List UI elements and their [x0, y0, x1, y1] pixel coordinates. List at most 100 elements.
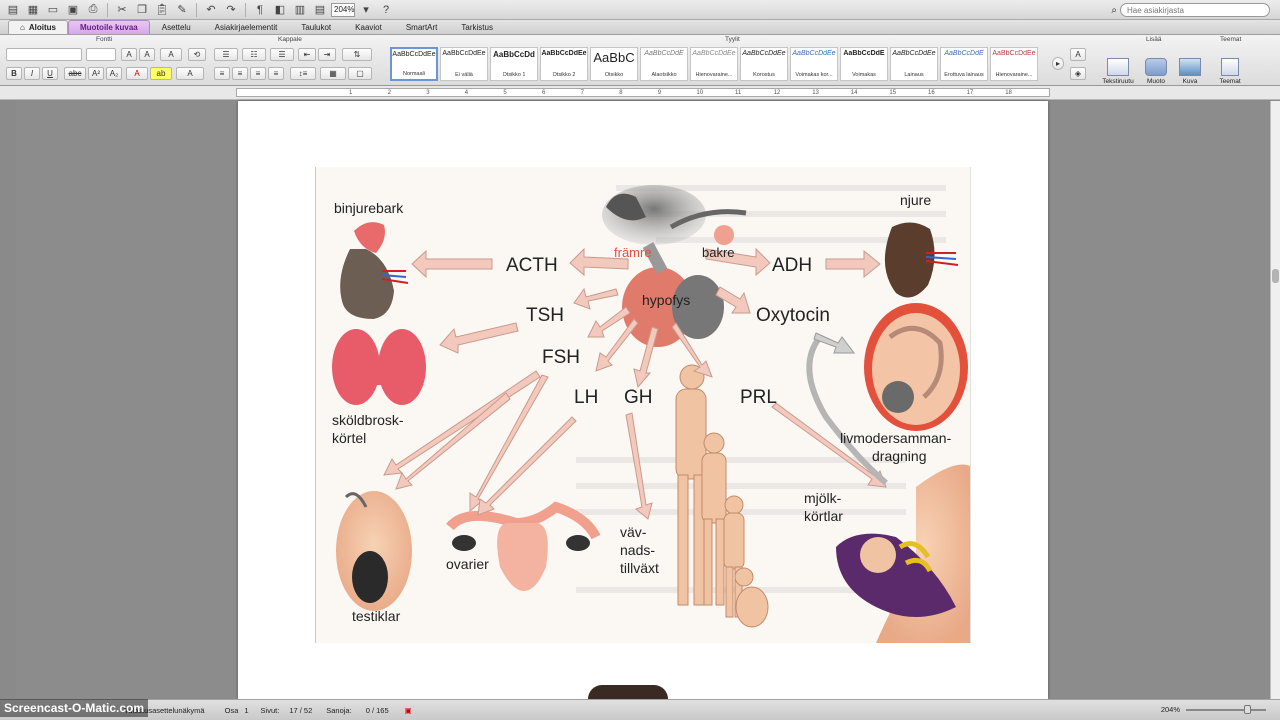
shape-button[interactable]: Muoto [1136, 47, 1176, 85]
tab-asiakirjaelementit[interactable]: Asiakirjaelementit [214, 23, 278, 32]
search-input[interactable] [1120, 3, 1270, 17]
style-sample: AaBbCcDdEe [892, 50, 936, 57]
sort-icon[interactable]: ⇅ [342, 48, 372, 61]
document-page[interactable]: binjurebark njure främre bakre ACTH ADH … [238, 101, 1048, 699]
label-kortlar: körtlar [804, 508, 843, 524]
zoom-dropdown-icon[interactable]: ▾ [363, 4, 369, 16]
spelling-icon[interactable]: ▣ [404, 705, 412, 715]
cut-icon[interactable]: ✂ [117, 4, 127, 16]
italic-icon[interactable]: I [24, 67, 40, 80]
style-name: Otsikko 2 [552, 72, 576, 78]
underline-icon[interactable]: U [42, 67, 58, 80]
decrease-indent-icon[interactable]: ⇤ [298, 48, 316, 61]
borders-icon[interactable]: ▢ [348, 67, 372, 80]
zoom-slider[interactable] [1186, 705, 1266, 714]
numbering-icon[interactable]: ☷ [242, 48, 266, 61]
bullets-icon[interactable]: ☰ [214, 48, 238, 61]
tab-aloitus[interactable]: ⌂Aloitus [8, 20, 68, 34]
scroll-thumb[interactable] [1272, 269, 1279, 283]
text-effects-icon[interactable]: A [176, 67, 204, 80]
bold-icon[interactable]: B [6, 67, 22, 80]
hormone-diagram-image[interactable]: binjurebark njure främre bakre ACTH ADH … [315, 167, 971, 643]
sidebar-icon[interactable]: ◧ [274, 4, 286, 16]
align-center-icon[interactable]: ≡ [232, 67, 248, 80]
style-sample: AaBbCcDdEe [541, 50, 587, 57]
clear-format-icon[interactable]: A [160, 48, 182, 61]
shading-icon[interactable]: ▦ [320, 67, 346, 80]
open-icon[interactable]: ▭ [47, 4, 59, 16]
tab-muotoile-kuvaa[interactable]: Muotoile kuvaa [67, 20, 150, 34]
shrink-font-icon[interactable]: A [139, 48, 155, 61]
font-color-icon[interactable]: A [126, 67, 148, 80]
tab-tarkistus[interactable]: Tarkistus [461, 23, 493, 32]
toolbox-icon[interactable]: ▤ [314, 4, 326, 16]
gallery-icon[interactable]: ▥ [294, 4, 306, 16]
label-oxytocin: Oxytocin [756, 305, 830, 326]
format-painter-icon[interactable]: ✎ [177, 4, 187, 16]
show-formatting-icon[interactable]: ¶ [257, 3, 263, 16]
text-styles-icon[interactable]: A [1070, 48, 1086, 61]
group-paragraph-label: Kappale [278, 36, 302, 43]
save-icon[interactable]: ▣ [67, 4, 79, 16]
label-fsh: FSH [542, 347, 580, 368]
multilevel-list-icon[interactable]: ☰ [270, 48, 294, 61]
arrow-tsh-thyroid [439, 322, 519, 354]
tab-kaaviot[interactable]: Kaaviot [355, 23, 382, 32]
manage-styles-icon[interactable]: ◈ [1070, 67, 1086, 80]
font-name-select[interactable] [6, 48, 82, 61]
superscript-icon[interactable]: A² [88, 67, 104, 80]
help-icon[interactable]: ? [382, 3, 390, 16]
hormone-arrows [383, 247, 888, 520]
align-right-icon[interactable]: ≡ [250, 67, 266, 80]
picture-button[interactable]: Kuva [1170, 47, 1210, 85]
vertical-scrollbar[interactable] [1270, 101, 1280, 699]
tab-smartart[interactable]: SmartArt [405, 23, 438, 32]
redo-icon[interactable]: ↷ [226, 4, 236, 16]
ribbon: Fontti Kappale Tyylit Lisää Teemat A A A… [0, 35, 1280, 86]
copy-icon[interactable]: ❐ [137, 4, 147, 16]
zoom-slider-knob[interactable] [1244, 705, 1251, 714]
tab-taulukot[interactable]: Taulukot [301, 23, 332, 32]
grow-font-icon[interactable]: A [121, 48, 137, 61]
tab-asettelu[interactable]: Asettelu [161, 23, 191, 32]
ruler-number: 1 [349, 90, 353, 96]
textbox-button[interactable]: Tekstiruutu [1098, 47, 1138, 85]
search-icon: ⌕ [1111, 4, 1117, 16]
font-size-select[interactable] [86, 48, 116, 61]
new-document-icon[interactable]: ▤ [7, 4, 19, 16]
paste-icon[interactable]: 📋︎ [155, 4, 169, 16]
strikethrough-icon[interactable]: abc [64, 67, 86, 80]
align-left-icon[interactable]: ≡ [214, 67, 230, 80]
change-case-icon[interactable]: ⟲ [188, 48, 206, 61]
themes-button[interactable]: Teemat [1210, 47, 1250, 85]
styles-next-icon[interactable]: ▸ [1052, 57, 1064, 70]
view-mode[interactable]: Tulostusasettelunäkymä [124, 705, 205, 715]
increase-indent-icon[interactable]: ⇥ [318, 48, 336, 61]
ruler-number: 10 [696, 90, 704, 96]
button-label: Teemat [1219, 78, 1241, 85]
subscript-icon[interactable]: A₂ [106, 67, 122, 80]
highlight-icon[interactable]: ab [150, 67, 172, 80]
undo-icon[interactable]: ↶ [206, 4, 216, 16]
group-insert-label: Lisää [1146, 36, 1162, 43]
print-icon[interactable]: ⎙ [88, 3, 98, 15]
line-spacing-icon[interactable]: ↕≡ [290, 67, 316, 80]
zoom-field[interactable]: 204% [331, 2, 355, 17]
templates-icon[interactable]: ▦ [27, 4, 39, 16]
justify-icon[interactable]: ≡ [268, 67, 284, 80]
